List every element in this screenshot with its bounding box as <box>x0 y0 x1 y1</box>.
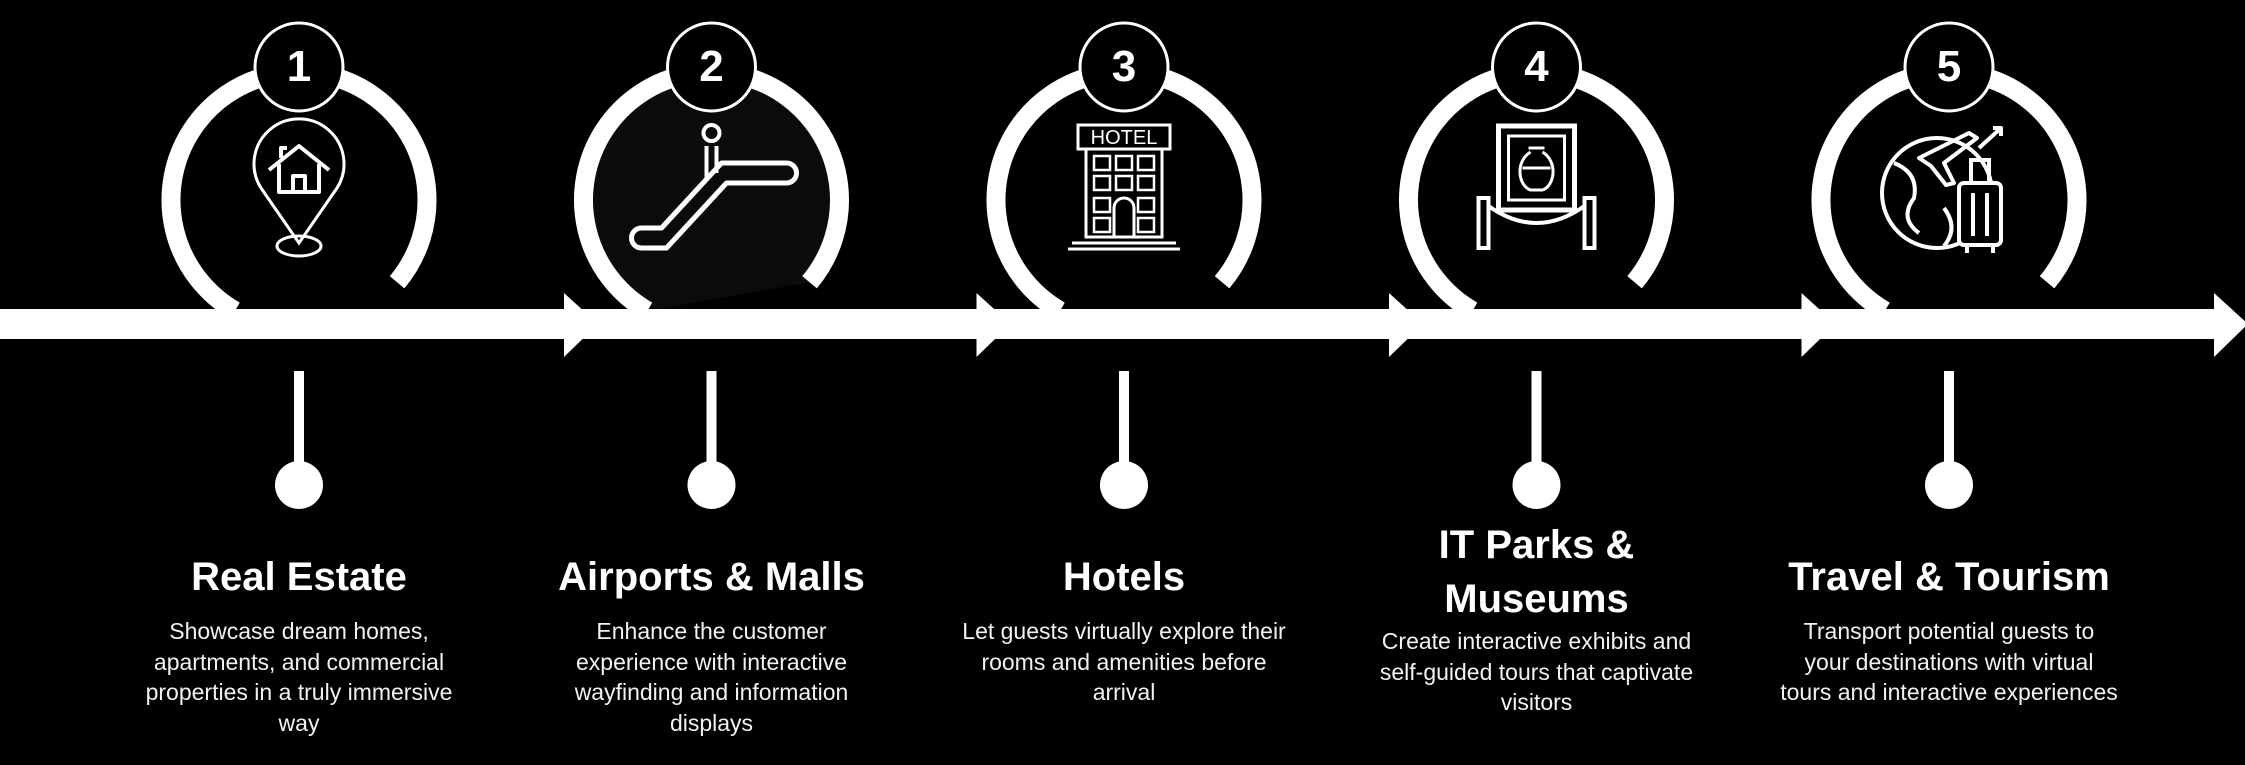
connector-dot <box>687 461 736 509</box>
step-number: 5 <box>1936 42 1962 91</box>
step-number-badge <box>1491 21 1582 113</box>
step-title: Travel & Tourism <box>1788 555 2110 599</box>
globe-travel-icon <box>1880 126 2003 253</box>
step-description: Create interactive exhibits and self-gui… <box>1379 628 1694 715</box>
step-title: Hotels <box>1062 555 1186 599</box>
step-title: Airports & Malls <box>558 555 865 599</box>
step-number: 4 <box>1524 42 1549 91</box>
step-number-badge <box>253 21 345 113</box>
house-location-pin-icon <box>252 117 346 258</box>
hotel-sign-label: HOTEL <box>1091 127 1158 149</box>
step-number-badge <box>1903 21 1995 113</box>
connector-dot <box>1100 461 1148 509</box>
connector-stem <box>706 371 717 466</box>
timeline-arrow <box>1650 293 2245 357</box>
connector-dot <box>275 461 323 509</box>
connector-stem <box>294 371 304 466</box>
escalator-icon <box>629 123 799 251</box>
connector-dot <box>1925 461 1973 509</box>
step-2-graphic <box>412 21 1011 509</box>
step-description: Showcase dream homes, apartments, and co… <box>145 618 453 736</box>
step-description: Enhance the customer experience with int… <box>574 618 849 736</box>
connector-stem <box>1531 371 1542 466</box>
step-number: 2 <box>699 42 724 91</box>
connector-stem <box>1944 371 1954 466</box>
step-description: Let guests virtually explore their rooms… <box>962 618 1286 705</box>
hotel-building-icon: HOTEL <box>1068 123 1180 251</box>
step-number-badge <box>1078 21 1170 113</box>
step-description: Transport potential guests to your desti… <box>1780 618 2118 705</box>
step-title: Real Estate <box>191 555 407 599</box>
connector-dot <box>1512 461 1561 509</box>
museum-exhibit-icon <box>1476 123 1597 250</box>
step-title: IT Parks & Museums <box>1438 523 1635 621</box>
step-number: 3 <box>1111 42 1137 91</box>
step-number-badge <box>666 21 757 113</box>
step-number: 1 <box>286 42 312 91</box>
step-5-graphic <box>1650 21 2245 509</box>
connector-stem <box>1119 371 1129 466</box>
